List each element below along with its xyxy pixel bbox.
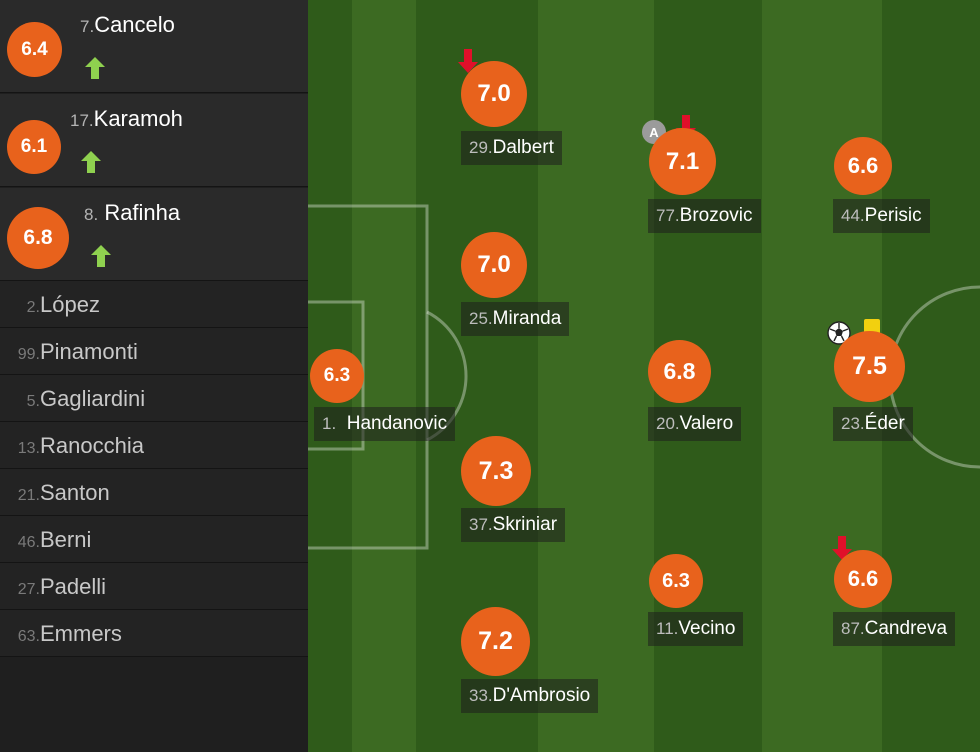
player-number: 17.: [70, 111, 94, 130]
player-surname: Emmers: [40, 621, 122, 646]
substitute-row[interactable]: 6.8 8. Rafinha: [0, 188, 308, 281]
player-surname: Padelli: [40, 574, 107, 599]
player-name-label: 44.Perisic: [833, 199, 930, 233]
rating-badge: 6.4: [7, 22, 62, 77]
player-name-label: 1. Handanovic: [314, 407, 456, 441]
player-name: 63.Emmers: [0, 610, 122, 657]
player-number: 63.: [17, 628, 40, 645]
player-surname: Berni: [40, 527, 92, 552]
rating-badge: 6.6: [834, 137, 892, 195]
player-name-label: 33.D'Ambrosio: [461, 679, 599, 713]
rating-badge: 7.3: [461, 436, 531, 506]
player-number: 20.: [656, 414, 680, 433]
bench-row[interactable]: 5.Gagliardini: [0, 375, 308, 422]
player-surname: Skriniar: [492, 514, 558, 535]
player-number: 1.: [322, 414, 337, 433]
bench-row[interactable]: 21.Santon: [0, 469, 308, 516]
player-number: 2.: [26, 299, 40, 316]
player-surname: Karamoh: [93, 106, 183, 131]
rating-badge: 6.3: [649, 554, 703, 608]
player-number: 37.: [469, 515, 493, 534]
player-number: 13.: [17, 440, 40, 457]
substitute-row[interactable]: 6.1 17.Karamoh: [0, 94, 308, 187]
player-surname: Ranocchia: [40, 433, 144, 458]
player-number: 44.: [841, 206, 865, 225]
player-name: 46.Berni: [0, 516, 92, 563]
player-name-label: 11.Vecino: [648, 612, 744, 646]
player-surname: Cancelo: [94, 12, 175, 37]
player-number: 7.: [80, 17, 95, 36]
rating-badge: 7.0: [461, 232, 527, 298]
player-surname: Santon: [40, 480, 110, 505]
bench-row[interactable]: 99.Pinamonti: [0, 328, 308, 375]
bench-row[interactable]: 46.Berni: [0, 516, 308, 563]
player-number: 27.: [17, 581, 40, 598]
player-name: 21.Santon: [0, 469, 110, 516]
rating-badge: 7.2: [461, 607, 530, 676]
player-name: 27.Padelli: [0, 563, 106, 610]
player-surname: Vecino: [678, 618, 736, 639]
rating-badge: 7.1: [649, 128, 716, 195]
player-name-label: 37.Skriniar: [461, 508, 566, 542]
player-name-label: 23.Éder: [833, 407, 913, 441]
player-surname: Miranda: [492, 308, 562, 329]
player-number: 11.: [656, 619, 679, 638]
player-number: 8.: [84, 205, 99, 224]
player-surname: Valero: [679, 413, 734, 434]
rating-badge: 6.8: [7, 207, 69, 269]
player-number: 5.: [26, 393, 40, 410]
substitute-row[interactable]: 6.4 7.Cancelo: [0, 0, 308, 93]
player-name: 17.Karamoh: [70, 106, 183, 132]
player-surname: Handanovic: [346, 413, 448, 434]
sub-in-arrow-icon: [91, 245, 111, 267]
player-name-label: 29.Dalbert: [461, 131, 562, 165]
player-name: 5.Gagliardini: [0, 375, 146, 422]
player-surname: D'Ambrosio: [492, 685, 591, 706]
player-name-label: 20.Valero: [648, 407, 742, 441]
player-name-label: 87.Candreva: [833, 612, 956, 646]
bench-row[interactable]: 13.Ranocchia: [0, 422, 308, 469]
player-number: 29.: [469, 138, 493, 157]
captain-badge-icon: A: [642, 120, 666, 144]
player-name: 99.Pinamonti: [0, 328, 138, 375]
player-number: 33.: [469, 686, 493, 705]
bench-row[interactable]: 63.Emmers: [0, 610, 308, 657]
bench-row[interactable]: 2.López: [0, 281, 308, 328]
player-surname: Candreva: [864, 618, 948, 639]
player-number: 77.: [656, 206, 680, 225]
player-name-label: 25.Miranda: [461, 302, 570, 336]
rating-badge: 6.1: [7, 120, 61, 174]
player-number: 23.: [841, 414, 865, 433]
player-number: 87.: [841, 619, 865, 638]
player-surname: Perisic: [864, 205, 922, 226]
goal-ball-icon: [827, 321, 851, 345]
player-number: 99.: [17, 346, 40, 363]
player-surname: López: [40, 292, 100, 317]
rating-badge: 7.0: [461, 61, 527, 127]
player-surname: Gagliardini: [40, 386, 146, 411]
player-name: 8. Rafinha: [84, 200, 180, 226]
player-name: 2.López: [0, 281, 100, 328]
player-surname: Brozovic: [679, 205, 753, 226]
player-name: 7.Cancelo: [80, 12, 175, 38]
rating-badge: 6.8: [648, 340, 711, 403]
player-name: 13.Ranocchia: [0, 422, 144, 469]
rating-badge: 6.6: [834, 550, 892, 608]
bench-row[interactable]: 27.Padelli: [0, 563, 308, 610]
player-name-label: 77.Brozovic: [648, 199, 761, 233]
player-number: 21.: [17, 487, 40, 504]
player-surname: Pinamonti: [40, 339, 138, 364]
pitch: 6.3 1. Handanovic 7.0 29.Dalbert 7.0 25.…: [308, 0, 980, 752]
player-number: 46.: [17, 534, 40, 551]
substitutes-panel: 6.4 7.Cancelo 6.1 17.Karamoh 6.8 8. Rafi…: [0, 0, 308, 752]
player-surname: Éder: [864, 413, 905, 434]
rating-badge: 6.3: [310, 349, 364, 403]
player-number: 25.: [469, 309, 493, 328]
sub-in-arrow-icon: [81, 151, 101, 173]
rating-badge: 7.5: [834, 331, 905, 402]
sub-in-arrow-icon: [85, 57, 105, 79]
player-surname: Rafinha: [104, 200, 181, 225]
player-surname: Dalbert: [492, 137, 554, 158]
